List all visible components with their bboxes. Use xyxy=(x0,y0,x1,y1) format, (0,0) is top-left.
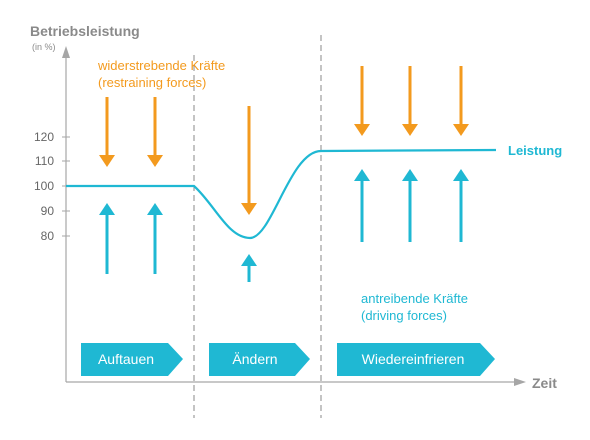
arrow-down-icon xyxy=(147,97,163,167)
x-axis-arrowhead xyxy=(514,378,526,386)
arrow-right-icon xyxy=(81,343,183,376)
phase-refreeze: Wiedereinfrieren xyxy=(337,343,495,376)
arrow-down-icon xyxy=(354,66,370,136)
phase-label: Wiedereinfrieren xyxy=(362,351,465,367)
arrow-down-icon xyxy=(241,106,257,215)
performance-curve xyxy=(66,148,497,240)
tick-label: 120 xyxy=(34,130,54,144)
driving-arrows xyxy=(99,169,469,282)
arrow-right-icon xyxy=(209,343,310,376)
arrow-down-icon xyxy=(402,66,418,136)
phase-unfreeze: Auftauen xyxy=(81,343,183,376)
y-axis-unit: (in %) xyxy=(32,42,56,52)
arrow-up-icon xyxy=(241,254,257,282)
phase-change: Ändern xyxy=(209,343,310,376)
driving-forces-label: antreibende Kräfte xyxy=(361,291,468,306)
axes xyxy=(62,46,526,386)
arrow-up-icon xyxy=(402,169,418,242)
restraining-forces-sublabel: (restraining forces) xyxy=(98,75,206,90)
arrow-down-icon xyxy=(99,97,115,167)
arrow-right-icon xyxy=(337,343,495,376)
y-axis-arrowhead xyxy=(62,46,70,58)
y-axis-title: Betriebsleistung xyxy=(30,23,140,39)
performance-label: Leistung xyxy=(508,143,562,158)
tick-label: 110 xyxy=(35,154,54,168)
restraining-forces-label: widerstrebende Kräfte xyxy=(97,58,225,73)
arrow-up-icon xyxy=(453,169,469,242)
driving-forces-sublabel: (driving forces) xyxy=(361,308,447,323)
tick-label: 90 xyxy=(41,204,55,218)
y-ticks: 120 110 100 90 80 xyxy=(34,130,70,243)
phase-label: Ändern xyxy=(232,351,277,367)
tick-label: 80 xyxy=(41,229,55,243)
phase-arrows: Auftauen Ändern Wiedereinfrieren xyxy=(81,343,495,376)
restraining-arrows xyxy=(99,66,469,215)
x-axis-title: Zeit xyxy=(532,375,557,391)
arrow-up-icon xyxy=(354,169,370,242)
arrow-up-icon xyxy=(99,203,115,274)
phase-label: Auftauen xyxy=(98,351,154,367)
arrow-down-icon xyxy=(453,66,469,136)
arrow-up-icon xyxy=(147,203,163,274)
tick-label: 100 xyxy=(34,179,54,193)
